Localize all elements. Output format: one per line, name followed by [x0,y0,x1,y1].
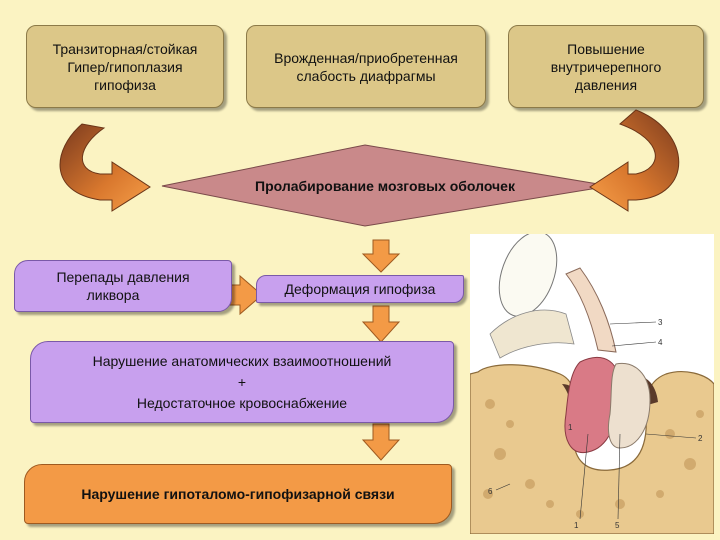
box-anatomical-disruption: Нарушение анатомических взаимоотношений … [30,341,454,423]
box-csf-pressure: Перепады давления ликвора [14,260,232,312]
anatomy-label: 1 [568,423,573,432]
prolapse-label: Пролабирование мозговых оболочек [200,176,570,196]
anatomy-label: 6 [488,487,493,496]
text-line: Перепады давления [56,269,190,285]
text-line: Врожденная/приобретенная [274,49,458,66]
curved-arrow-left [59,123,151,212]
text-line: внутричерепного [550,58,662,75]
anatomy-label: 1 [574,521,579,530]
curved-arrow-right [589,109,680,212]
text-line: Недостаточное кровоснабжение [136,395,348,411]
box-diaphragm-weakness: Врожденная/приобретенная слабость диафра… [246,25,486,108]
down-arrow-1 [361,239,401,273]
down-arrow-3 [361,423,401,461]
deformation-text: Деформация гипофиза [284,281,436,297]
text-line: Повышение [567,40,645,57]
anatomy-label: 4 [658,338,663,347]
text-line: + [237,374,247,390]
text-line: гипофиза [94,76,156,93]
text-line: Гипер/гипоплазия [67,58,183,75]
text-line: ликвора [86,287,140,303]
anatomy-label: 5 [615,521,620,530]
box-transient-hyperplasia: Транзиторная/стойкая Гипер/гипоплазия ги… [26,25,224,108]
box-hypothalamic-pituitary-disruption: Нарушение гипоталомо-гипофизарной связи [24,464,452,524]
text-line: слабость диафрагмы [296,67,436,84]
pituitary-anatomy-illustration: 3 4 2 1 5 6 1 [469,231,715,535]
result-text: Нарушение гипоталомо-гипофизарной связи [81,486,395,502]
prolapse-text: Пролабирование мозговых оболочек [255,178,515,194]
text-line: Нарушение анатомических взаимоотношений [92,353,392,369]
box-pituitary-deformation: Деформация гипофиза [256,275,464,303]
anatomy-label: 3 [658,318,663,327]
box-intracranial-pressure: Повышение внутричерепного давления [508,25,704,108]
pituitary-drawing: 3 4 2 1 5 6 1 [469,231,715,535]
text-line: давления [574,76,638,93]
prolapse-diamond [161,144,611,227]
down-arrow-2 [361,305,401,343]
anatomy-label: 2 [698,434,703,443]
text-line: Транзиторная/стойкая [52,40,198,57]
